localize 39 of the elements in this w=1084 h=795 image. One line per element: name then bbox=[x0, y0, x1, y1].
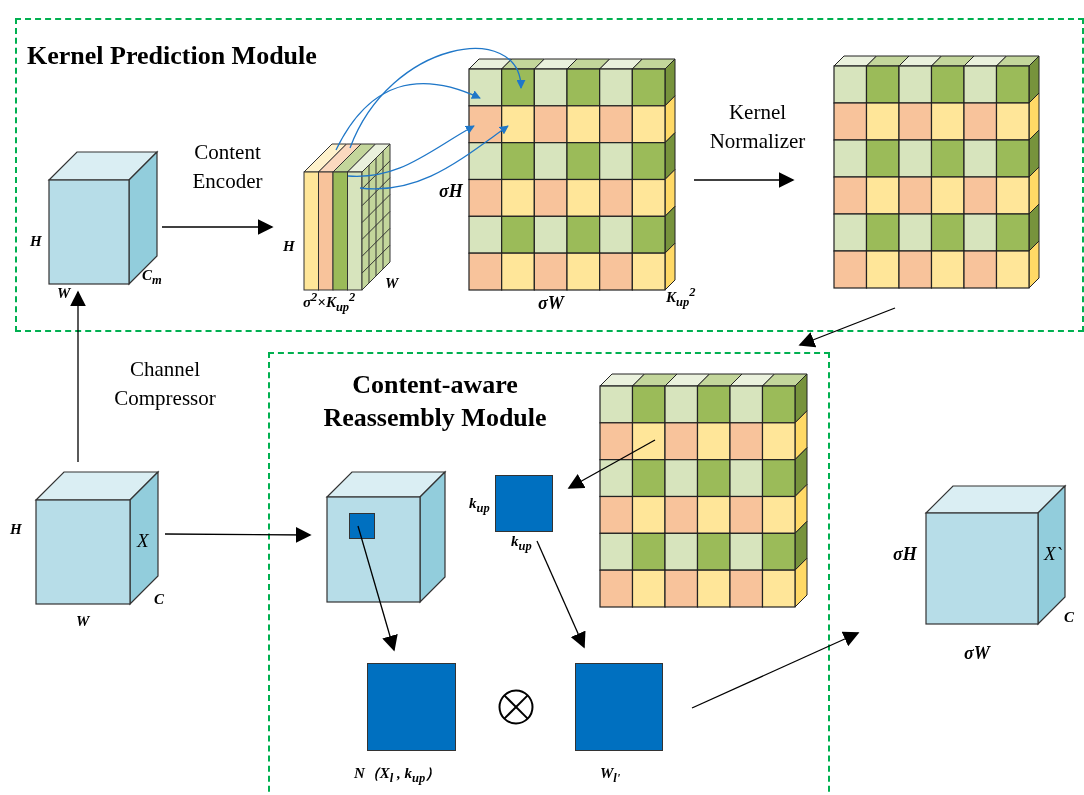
arrow bbox=[798, 307, 896, 348]
kernel-square bbox=[495, 475, 553, 532]
dimension-label: σW bbox=[538, 294, 564, 312]
arrow bbox=[567, 439, 656, 489]
dimension-label: N（X$_{l}$ , k$_{up}$） bbox=[354, 766, 441, 785]
dimension-label: k$_{up}$ bbox=[511, 534, 532, 553]
curved-arrow bbox=[359, 125, 509, 190]
dimension-label: W bbox=[385, 276, 399, 291]
module-title: Kernel Prediction Module bbox=[27, 40, 318, 72]
dimension-label: k$_{up}$ bbox=[469, 496, 490, 515]
dimension-label: σH bbox=[439, 182, 463, 200]
dimension-label: H bbox=[30, 234, 42, 249]
arrow bbox=[161, 219, 274, 235]
dimension-label: σH bbox=[893, 545, 917, 563]
arrow bbox=[693, 172, 795, 188]
kernel-square bbox=[367, 663, 456, 751]
dashed-module-frame bbox=[15, 18, 1084, 332]
curved-arrow bbox=[335, 82, 481, 151]
dimension-label: C$_{m}$ bbox=[142, 268, 162, 287]
kernel-square bbox=[575, 663, 663, 751]
dimension-label: H bbox=[10, 522, 22, 537]
dimension-label: σW bbox=[964, 644, 990, 662]
arrow bbox=[164, 526, 312, 543]
curved-arrow bbox=[349, 48, 525, 149]
tensor-label: X` bbox=[1044, 544, 1062, 563]
curved-arrow bbox=[347, 125, 475, 177]
small-kernel-square bbox=[349, 513, 375, 539]
dimension-label: W$_{l'}$ bbox=[600, 766, 621, 785]
arrow bbox=[536, 540, 586, 649]
tensor-label: X bbox=[137, 531, 149, 550]
dimension-label: W bbox=[76, 614, 90, 629]
dimension-label: W bbox=[57, 286, 71, 301]
dimension-label: H bbox=[283, 239, 295, 254]
dimension-label: C bbox=[154, 592, 164, 607]
arrow bbox=[357, 525, 398, 652]
arrow bbox=[70, 290, 86, 463]
module-title: Content-aware Reassembly Module bbox=[322, 369, 548, 434]
dimension-label: C bbox=[1064, 610, 1074, 625]
arrow bbox=[691, 631, 860, 709]
